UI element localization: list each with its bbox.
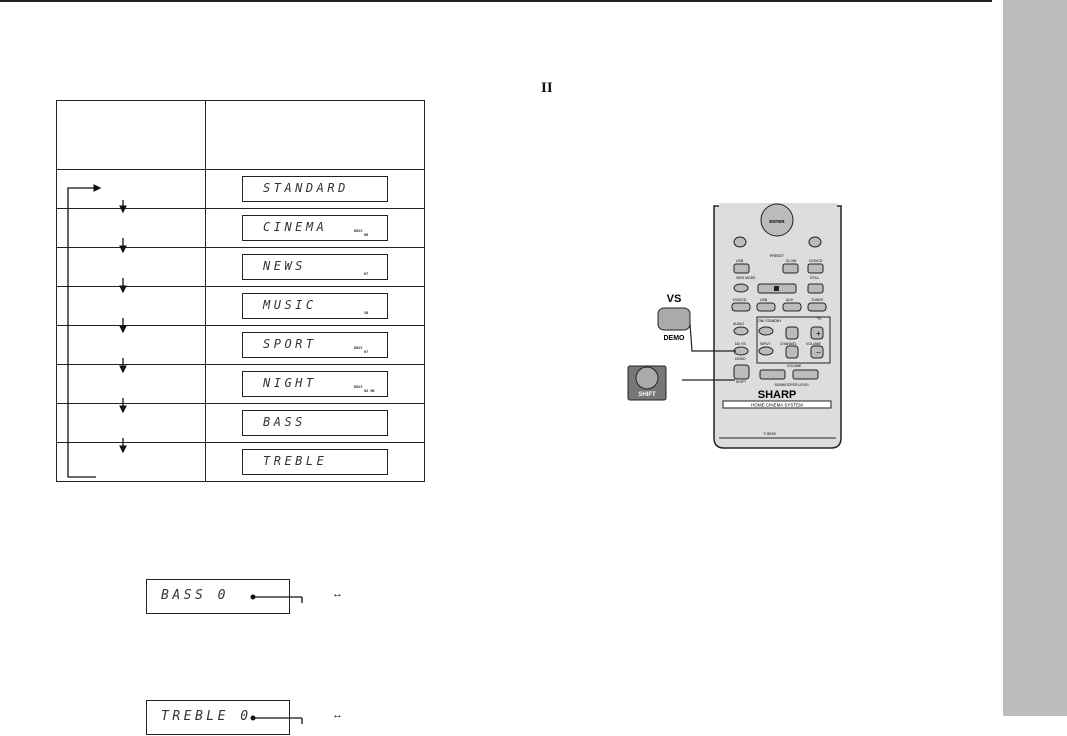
remote-preset-label: PRESET — [770, 254, 785, 258]
treble-range-arrow: ↔ — [332, 709, 343, 721]
header-cell-mode — [56, 100, 206, 170]
remote-shift-button — [733, 364, 750, 380]
remote-skip-fwd-button — [808, 236, 822, 248]
table-row: BASS — [56, 403, 425, 443]
svg-text:SHIFT: SHIFT — [736, 380, 747, 384]
remote-fseek-label: F-SEEK — [764, 432, 777, 436]
svg-text:USB: USB — [760, 298, 768, 302]
treble-pointer-line — [250, 715, 303, 724]
svg-text:DEMO: DEMO — [735, 357, 746, 361]
svg-text:SLOW: SLOW — [786, 259, 797, 263]
remote-brand-logo: SHARP — [758, 389, 797, 401]
section-side-tab — [1003, 0, 1067, 716]
pro-logic-mark: II — [541, 80, 553, 96]
svg-text:USB: USB — [736, 259, 744, 263]
svg-text:AUX: AUX — [786, 298, 794, 302]
callout-ddvs-button — [657, 307, 691, 331]
callout-ddvs-label: VS — [667, 293, 682, 305]
svg-text:DD VS: DD VS — [735, 342, 746, 346]
svg-text:−: − — [816, 348, 821, 357]
svg-text:AUDIO: AUDIO — [733, 322, 744, 326]
remote-control-illustration: ENTER F-SEEK PRESET USB SLOW DVD/CD VIED… — [627, 203, 842, 449]
svg-text:TV: TV — [817, 317, 822, 321]
svg-text:CHANNEL: CHANNEL — [780, 342, 797, 346]
svg-text:DVD/CD: DVD/CD — [733, 298, 747, 302]
svg-text:SUBWOOFER LEVEL: SUBWOOFER LEVEL — [775, 383, 810, 387]
svg-text:DVD/CD: DVD/CD — [809, 259, 823, 263]
svg-text:TUNER: TUNER — [811, 298, 824, 302]
svg-text:VIED MODE: VIED MODE — [736, 276, 756, 280]
lcd-display: STANDARD — [242, 176, 388, 202]
bass-pointer-line — [250, 594, 303, 603]
top-rule — [0, 0, 992, 2]
header-cell-display — [205, 100, 425, 170]
callout-shift-label: SHIFT — [638, 392, 656, 398]
remote-ddvs-button — [733, 346, 749, 356]
remote-enter-label: ENTER — [769, 219, 785, 224]
svg-text:INPUT: INPUT — [760, 342, 771, 346]
lcd-display: TREBLE — [242, 449, 388, 475]
svg-text:VOLUME: VOLUME — [787, 364, 802, 368]
callout-demo-label: DEMO — [664, 335, 686, 342]
table-row: TREBLE — [56, 442, 425, 482]
svg-text:STILL: STILL — [810, 276, 819, 280]
remote-skip-back-button — [733, 236, 747, 248]
svg-text:ON/ STANDBY: ON/ STANDBY — [758, 319, 782, 323]
bass-range-arrow: ↔ — [332, 588, 343, 600]
table-header-row — [56, 100, 425, 170]
lcd-display: BASS — [242, 410, 388, 436]
svg-text:HOME CINEMA SYSTEM: HOME CINEMA SYSTEM — [751, 403, 803, 408]
svg-text:+: + — [816, 329, 821, 338]
svg-text:VOLUME: VOLUME — [806, 342, 821, 346]
table-row: STANDARD — [56, 169, 425, 209]
